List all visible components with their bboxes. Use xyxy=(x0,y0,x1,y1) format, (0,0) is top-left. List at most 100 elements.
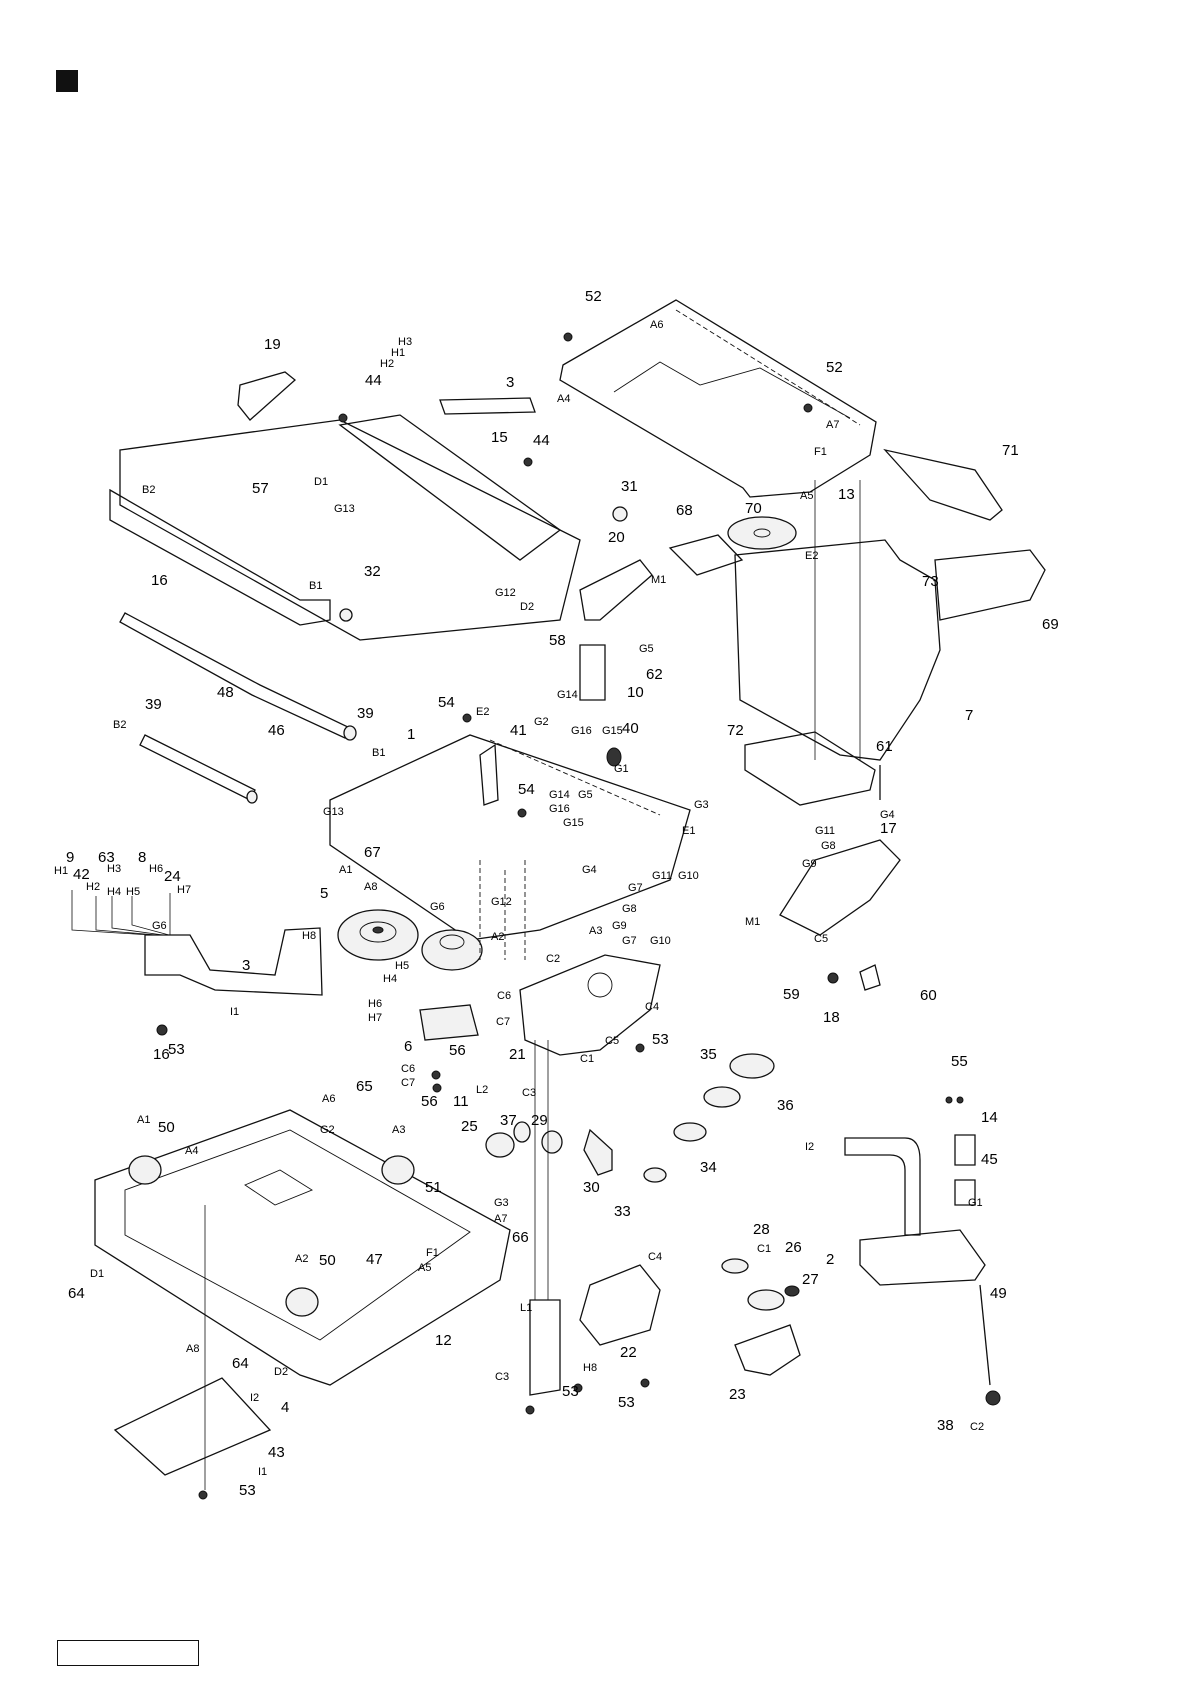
part-label: G2 xyxy=(320,1124,335,1136)
part-label: G11 xyxy=(652,870,672,882)
part-label: D2 xyxy=(274,1366,288,1378)
part-label: 42 xyxy=(73,866,90,883)
part-label: 50 xyxy=(319,1252,336,1269)
part-label: A4 xyxy=(185,1145,198,1157)
part-label: I2 xyxy=(250,1392,259,1404)
part-label: G7 xyxy=(622,935,637,947)
part-label: A3 xyxy=(589,925,602,937)
part-label: 70 xyxy=(745,500,762,517)
part-label: 64 xyxy=(232,1355,249,1372)
part-label: 16 xyxy=(153,1046,170,1063)
part-label: M1 xyxy=(745,916,760,928)
part-label: L1 xyxy=(520,1302,532,1314)
part-label: H2 xyxy=(380,358,394,370)
part-label: G10 xyxy=(678,870,699,882)
part-label: H3 xyxy=(107,863,121,875)
part-label: H1 xyxy=(391,347,405,359)
part-label: G3 xyxy=(694,799,709,811)
part-label: 24 xyxy=(164,868,181,885)
part-label: E2 xyxy=(805,550,818,562)
part-label: G5 xyxy=(639,643,654,655)
part-label: L2 xyxy=(476,1084,488,1096)
part-label: C4 xyxy=(645,1001,659,1013)
part-label: 3 xyxy=(506,374,514,391)
part-label: 63 xyxy=(98,849,115,866)
part-label: H2 xyxy=(86,881,100,893)
part-label: B2 xyxy=(113,719,126,731)
part-label: 38 xyxy=(937,1417,954,1434)
part-label: 41 xyxy=(510,722,527,739)
part-label: G13 xyxy=(334,503,355,515)
part-label: 5 xyxy=(320,885,328,902)
part-label: 22 xyxy=(620,1344,637,1361)
part-optical-pickup xyxy=(859,1229,986,1286)
part-label: A8 xyxy=(186,1343,199,1355)
part-label: A7 xyxy=(826,419,839,431)
part-label: 12 xyxy=(435,1332,452,1349)
part-label: 27 xyxy=(802,1271,819,1288)
part-gear-bracket xyxy=(519,954,661,1056)
part-label: 34 xyxy=(700,1159,717,1176)
part-label: 52 xyxy=(585,288,602,305)
part-label: 50 xyxy=(158,1119,175,1136)
part-label: 11 xyxy=(453,1093,469,1110)
part-label: G1 xyxy=(614,763,629,775)
part-label: 67 xyxy=(364,844,381,861)
part-label: 56 xyxy=(449,1042,466,1059)
part-label: 9 xyxy=(66,849,74,866)
part-label: G6 xyxy=(430,901,445,913)
part-label: G1 xyxy=(968,1197,983,1209)
part-label: E2 xyxy=(476,706,489,718)
part-label: 32 xyxy=(364,563,381,580)
part-label: G4 xyxy=(582,864,597,876)
part-label: C1 xyxy=(757,1243,771,1255)
part-label: G11 xyxy=(815,825,835,837)
part-label: E1 xyxy=(682,825,695,837)
part-label: 31 xyxy=(621,478,638,495)
part-label: 71 xyxy=(1002,442,1019,459)
part-label: 26 xyxy=(785,1239,802,1256)
part-label: H7 xyxy=(368,1012,382,1024)
part-label: H5 xyxy=(395,960,409,972)
part-roller-long xyxy=(119,612,351,739)
part-label: 14 xyxy=(981,1109,998,1126)
part-label: G6 xyxy=(152,920,167,932)
part-flex-cable xyxy=(144,927,323,996)
part-label: H1 xyxy=(54,865,68,877)
part-label: 43 xyxy=(268,1444,285,1461)
part-label: 69 xyxy=(1042,616,1059,633)
part-label: C3 xyxy=(522,1087,536,1099)
part-spindle-motor xyxy=(337,909,419,961)
part-label: 7 xyxy=(965,707,973,724)
part-label: H5 xyxy=(126,886,140,898)
part-label: C2 xyxy=(546,953,560,965)
part-drawer-base xyxy=(734,539,941,761)
part-label: 45 xyxy=(981,1151,998,1168)
part-label: 39 xyxy=(357,705,374,722)
part-label: I1 xyxy=(258,1466,267,1478)
part-label: B2 xyxy=(142,484,155,496)
part-gear-25 xyxy=(485,1132,515,1158)
part-roller-short xyxy=(139,734,256,801)
part-label: G13 xyxy=(323,806,344,818)
part-label: A6 xyxy=(650,319,663,331)
part-label: 66 xyxy=(512,1229,529,1246)
part-label: M1 xyxy=(651,574,666,586)
part-label: 30 xyxy=(583,1179,600,1196)
part-label: G4 xyxy=(880,809,895,821)
part-label: A2 xyxy=(491,931,504,943)
part-label: C1 xyxy=(580,1053,594,1065)
part-label: A3 xyxy=(392,1124,405,1136)
part-label: 3 xyxy=(242,957,250,974)
part-label: F1 xyxy=(426,1247,439,1259)
part-label: 68 xyxy=(676,502,693,519)
part-label: 55 xyxy=(951,1053,968,1070)
part-label: 47 xyxy=(366,1251,383,1268)
part-label: G8 xyxy=(622,903,637,915)
part-label: H3 xyxy=(398,336,412,348)
part-label: G8 xyxy=(821,840,836,852)
part-gear-36 xyxy=(729,1053,775,1079)
part-label: 64 xyxy=(68,1285,85,1302)
part-label: H4 xyxy=(383,973,397,985)
